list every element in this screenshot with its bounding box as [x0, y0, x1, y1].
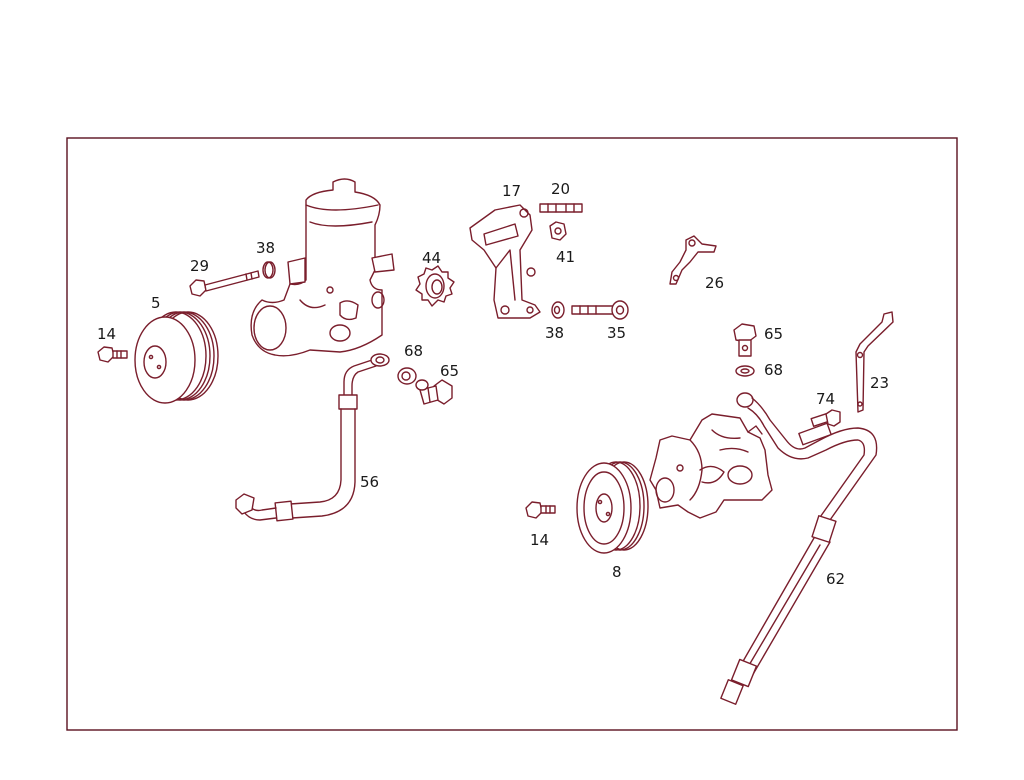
power-steering-pump[interactable]: [649, 413, 773, 519]
callout-5: 5: [151, 294, 161, 312]
callout-62: 62: [826, 570, 845, 588]
washer-38-middle[interactable]: [551, 301, 565, 319]
power-steering-pump-assembly[interactable]: [250, 178, 395, 357]
callout-38-middle: 38: [545, 324, 564, 342]
callout-14-left: 14: [97, 325, 116, 343]
bolt-14-right[interactable]: [525, 501, 556, 519]
washer-38-left[interactable]: [262, 261, 276, 279]
callout-68-right: 68: [764, 361, 783, 379]
bolt-35[interactable]: [571, 300, 629, 320]
callout-17: 17: [502, 182, 521, 200]
nut-41[interactable]: [549, 221, 567, 241]
callout-65-right: 65: [764, 325, 783, 343]
callout-23: 23: [870, 374, 889, 392]
bracket-26[interactable]: [669, 235, 717, 285]
callouts: 5 14 29 38 44 17 20 41 38 35 26 68 65 56…: [97, 180, 889, 588]
callout-44: 44: [422, 249, 441, 267]
banjo-bolt-65-right[interactable]: [733, 323, 757, 357]
gear-44[interactable]: [415, 265, 455, 307]
callout-14-right: 14: [530, 531, 549, 549]
callout-41: 41: [556, 248, 575, 266]
callout-74: 74: [816, 390, 835, 408]
washer-68-right[interactable]: [735, 365, 755, 377]
pulley-5[interactable]: [134, 311, 219, 404]
stud-20[interactable]: [539, 203, 583, 213]
callout-35: 35: [607, 324, 626, 342]
pulley-8[interactable]: [576, 461, 649, 554]
callout-38-left: 38: [256, 239, 275, 257]
hose-62[interactable]: [720, 392, 878, 705]
banjo-bolt-65-left[interactable]: [415, 379, 453, 405]
callout-20: 20: [551, 180, 570, 198]
bracket-17[interactable]: [469, 204, 541, 319]
hose-56[interactable]: [235, 353, 390, 522]
callout-65-left: 65: [440, 362, 459, 380]
callout-8: 8: [612, 563, 622, 581]
bolt-29[interactable]: [189, 270, 260, 297]
callout-29: 29: [190, 257, 209, 275]
washer-68-left[interactable]: [397, 367, 417, 385]
bracket-23[interactable]: [855, 311, 894, 413]
diagram-frame: [66, 137, 958, 731]
callout-56: 56: [360, 473, 379, 491]
bolt-74[interactable]: [810, 409, 841, 427]
callout-26: 26: [705, 274, 724, 292]
bolt-14-left[interactable]: [97, 346, 128, 363]
callout-68-left: 68: [404, 342, 423, 360]
